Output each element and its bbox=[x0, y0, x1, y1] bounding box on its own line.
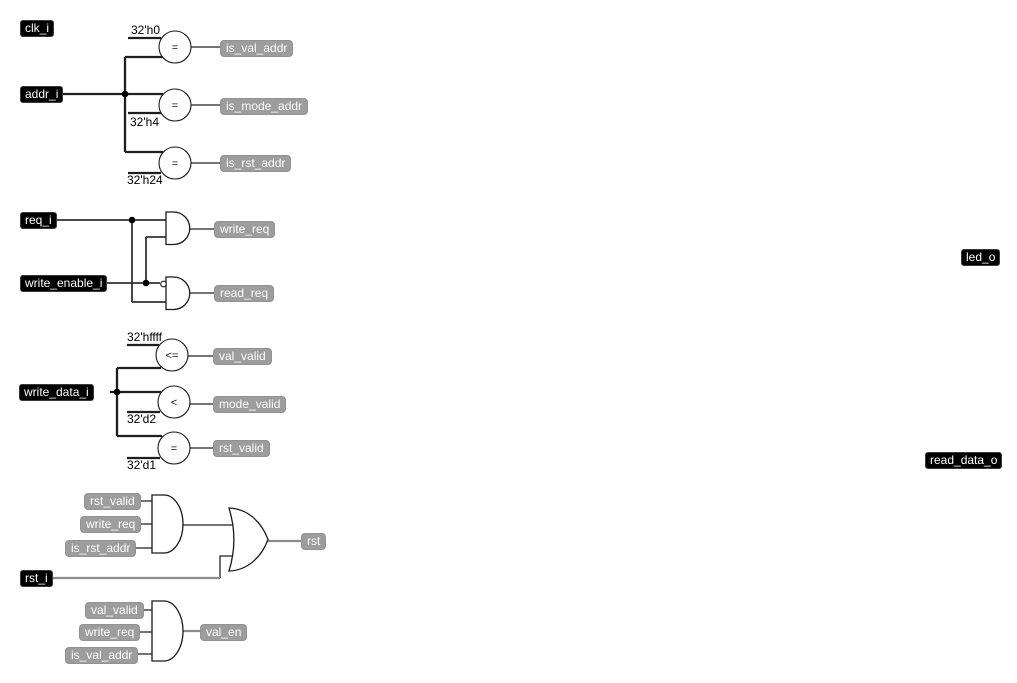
wire-write-enable-net bbox=[103, 236, 166, 284]
op-eq-2: = bbox=[172, 100, 178, 112]
wire-label-is-val-addr-in[interactable]: is_val_addr bbox=[65, 647, 139, 664]
junction-dot-addr bbox=[121, 90, 129, 98]
port-read-data-o[interactable]: read_data_o bbox=[925, 452, 1003, 469]
wire-label-write-req-in[interactable]: write_req bbox=[80, 516, 142, 533]
port-clk-i[interactable]: clk_i bbox=[20, 20, 55, 37]
inverter-bubble-icon bbox=[160, 280, 167, 288]
comparator-eq-is-val-addr[interactable] bbox=[158, 30, 192, 64]
port-write-enable-i[interactable]: write_enable_i bbox=[20, 275, 108, 292]
const-32d2: 32'd2 bbox=[127, 412, 156, 426]
port-write-data-i[interactable]: write_data_i bbox=[19, 384, 94, 401]
junction-dot-write-data bbox=[113, 388, 121, 396]
wire-data-const-stubs bbox=[127, 343, 160, 460]
comparator-eq-is-rst-addr[interactable] bbox=[158, 146, 192, 180]
wire-write-data-net bbox=[110, 366, 162, 438]
comparator-le-val-valid[interactable] bbox=[155, 338, 189, 372]
wire-req-net bbox=[53, 219, 166, 303]
port-rst-i[interactable]: rst_i bbox=[20, 570, 53, 587]
wire-label-val-valid[interactable]: val_valid bbox=[213, 348, 272, 365]
wire-label-rst-valid-in[interactable]: rst_valid bbox=[84, 493, 141, 510]
wire-label-mode-valid[interactable]: mode_valid bbox=[213, 396, 287, 413]
wire-req-gate-outputs bbox=[189, 228, 214, 294]
wire-addr-net bbox=[62, 55, 163, 154]
op-lt: < bbox=[171, 397, 177, 409]
wire-addr-const-stubs bbox=[128, 36, 161, 175]
and-gate-write-req[interactable] bbox=[165, 211, 191, 246]
or-gate-rst[interactable] bbox=[228, 507, 269, 572]
port-req-i[interactable]: req_i bbox=[20, 212, 57, 229]
wire-label-is-mode-addr[interactable]: is_mode_addr bbox=[220, 98, 309, 115]
and-gate-read-req[interactable] bbox=[165, 276, 191, 311]
port-addr-i[interactable]: addr_i bbox=[20, 86, 64, 103]
port-led-o[interactable]: led_o bbox=[961, 249, 1001, 266]
wire-label-is-val-addr[interactable]: is_val_addr bbox=[220, 40, 294, 57]
op-eq-1: = bbox=[172, 42, 178, 54]
junction-dot-write-enable bbox=[142, 279, 150, 287]
wire-rst-i-riser bbox=[219, 555, 236, 578]
op-le: <= bbox=[166, 350, 179, 362]
const-32h4: 32'h4 bbox=[130, 115, 159, 129]
op-eq-4: = bbox=[171, 443, 177, 455]
wire-label-is-rst-addr-in[interactable]: is_rst_addr bbox=[65, 540, 137, 557]
const-32h24: 32'h24 bbox=[127, 173, 163, 187]
wire-label-val-en[interactable]: val_en bbox=[200, 624, 248, 641]
and-gate-rst[interactable] bbox=[151, 494, 184, 554]
junction-dot-req bbox=[128, 216, 136, 224]
wire-data-comparator-outputs bbox=[188, 355, 213, 449]
op-eq-3: = bbox=[172, 158, 178, 170]
wire-label-write-req-in2[interactable]: write_req bbox=[79, 624, 141, 641]
comparator-eq-is-mode-addr[interactable] bbox=[158, 88, 192, 122]
wire-label-rst-valid[interactable]: rst_valid bbox=[213, 440, 270, 457]
wire-label-is-rst-addr[interactable]: is_rst_addr bbox=[220, 155, 292, 172]
const-32hffff: 32'hffff bbox=[127, 330, 162, 344]
comparator-lt-mode-valid[interactable] bbox=[157, 385, 191, 419]
wire-label-rst[interactable]: rst bbox=[301, 533, 327, 550]
wire-addr-comparator-outputs bbox=[191, 46, 220, 164]
wire-label-val-valid-in[interactable]: val_valid bbox=[85, 602, 144, 619]
const-32d1: 32'd1 bbox=[127, 458, 156, 472]
and-gate-val-en[interactable] bbox=[151, 600, 184, 662]
const-32h0: 32'h0 bbox=[131, 23, 160, 37]
comparator-eq-rst-valid[interactable] bbox=[157, 431, 191, 465]
wire-label-read-req[interactable]: read_req bbox=[214, 285, 275, 302]
wire-label-write-req[interactable]: write_req bbox=[214, 221, 276, 238]
